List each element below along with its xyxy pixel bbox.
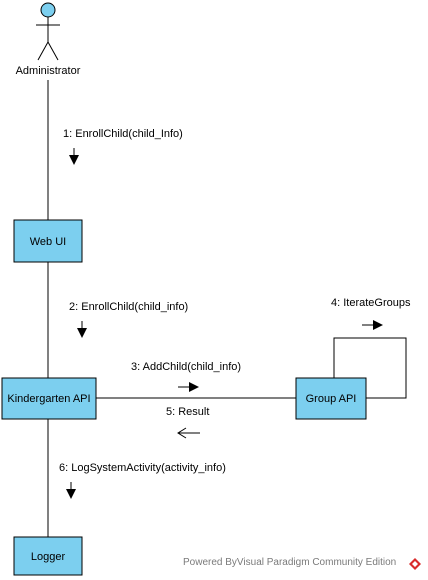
object-web-ui[interactable]: Web UI xyxy=(14,220,82,262)
message-3-label: 3: AddChild(child_info) xyxy=(131,361,241,373)
kindergarten-api-label: Kindergarten API xyxy=(7,393,90,405)
watermark-text: Powered ByVisual Paradigm Community Edi… xyxy=(183,557,396,568)
actor-label: Administrator xyxy=(16,65,81,77)
message-2-arrow xyxy=(77,321,87,338)
message-2-label: 2: EnrollChild(child_info) xyxy=(69,301,188,313)
message-6-arrow xyxy=(66,482,76,499)
actor-left-leg xyxy=(38,42,48,60)
message-5-arrow xyxy=(178,428,200,438)
actor-head xyxy=(41,3,55,17)
object-kindergarten-api[interactable]: Kindergarten API xyxy=(2,378,96,419)
message-1-label: 1: EnrollChild(child_Info) xyxy=(63,128,183,140)
web-ui-label: Web UI xyxy=(30,236,66,248)
message-6-label: 6: LogSystemActivity(activity_info) xyxy=(59,462,226,474)
message-4-arrow xyxy=(362,320,383,330)
group-api-label: Group API xyxy=(306,393,357,405)
message-1-arrow xyxy=(69,148,79,165)
message-3-arrow xyxy=(178,382,199,392)
logger-label: Logger xyxy=(31,551,66,563)
actor-right-leg xyxy=(48,42,58,60)
object-group-api[interactable]: Group API xyxy=(296,378,366,419)
actor-administrator[interactable]: Administrator xyxy=(16,3,81,77)
visual-paradigm-logo-icon xyxy=(409,558,421,570)
message-4-label: 4: IterateGroups xyxy=(331,297,411,309)
message-5-label: 5: Result xyxy=(166,406,209,418)
object-logger[interactable]: Logger xyxy=(14,537,82,575)
